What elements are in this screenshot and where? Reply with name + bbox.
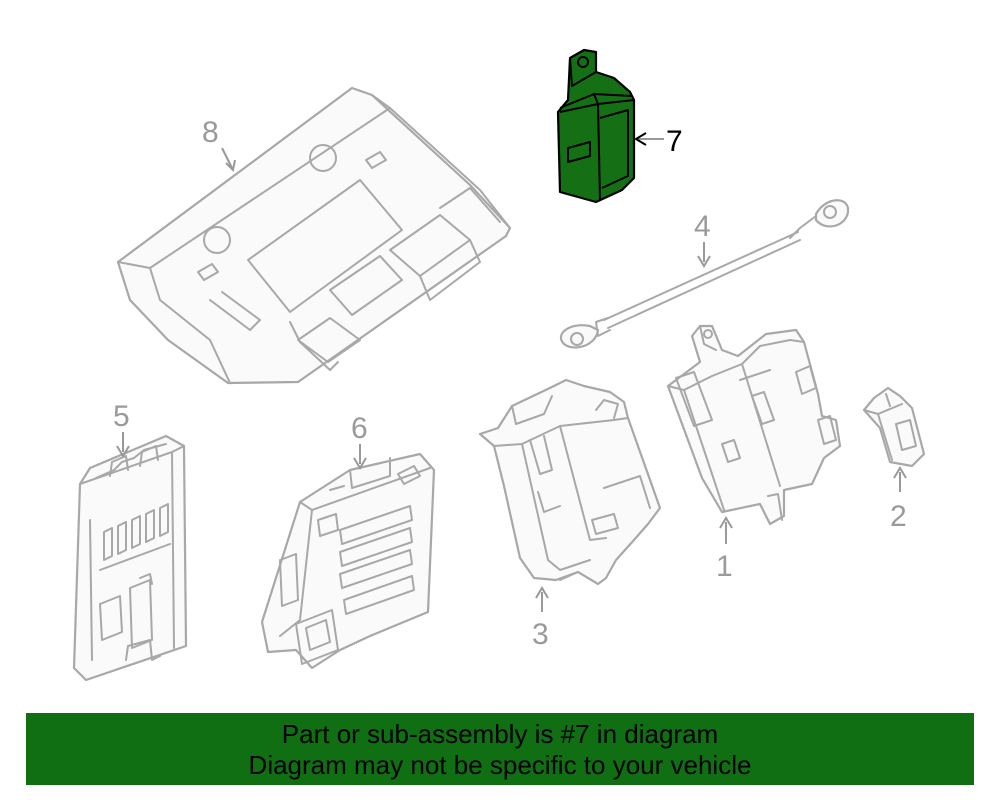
leader-7-arrow — [635, 132, 647, 146]
callout-1: 1 — [716, 550, 733, 583]
part-1[interactable] — [666, 324, 842, 526]
parts-diagram: 8 7 4 — [72, 48, 926, 682]
banner-line-2: Diagram may not be specific to your vehi… — [248, 750, 752, 780]
leader-4-arrow — [697, 255, 711, 268]
leader-2-arrow — [893, 466, 907, 479]
callout-3: 3 — [532, 618, 549, 651]
leader-5-arrow — [116, 445, 130, 458]
part-6[interactable] — [260, 452, 436, 670]
part-2[interactable] — [862, 386, 926, 468]
part-3[interactable] — [478, 378, 662, 586]
callout-8: 8 — [202, 116, 219, 149]
part-4[interactable] — [559, 199, 850, 349]
part-5[interactable] — [72, 434, 188, 682]
info-banner: Part or sub-assembly is #7 in diagram Di… — [26, 713, 974, 785]
banner-line-1: Part or sub-assembly is #7 in diagram — [281, 719, 719, 749]
callout-6: 6 — [351, 412, 368, 445]
leader-8-arrow — [225, 159, 236, 173]
part-8[interactable] — [116, 86, 512, 385]
leader-6-arrow — [353, 457, 367, 470]
callout-4: 4 — [694, 210, 711, 243]
callout-2: 2 — [890, 500, 907, 533]
callout-5: 5 — [113, 400, 130, 433]
part-7[interactable] — [556, 48, 636, 204]
leader-1-arrow — [719, 516, 733, 529]
callout-7: 7 — [666, 125, 683, 158]
leader-3-arrow — [535, 586, 549, 599]
leader-8 — [221, 147, 233, 169]
